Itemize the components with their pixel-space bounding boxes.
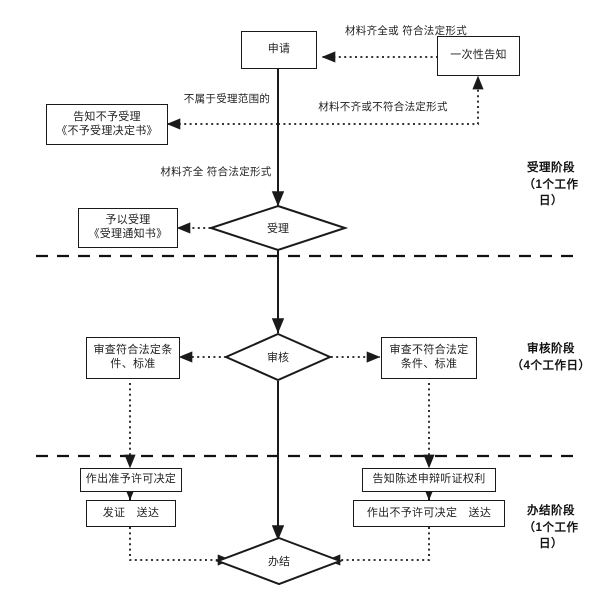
node-notify-rights-line-1: 告知陈述申辩听证权利 bbox=[372, 473, 486, 486]
edge-label-not-in-scope-line-1: 不属于受理范围的 bbox=[183, 93, 271, 105]
node-reject-acceptance-line-2: 《不予受理决定书》 bbox=[56, 124, 158, 137]
node-review-nonconform[interactable]: 审查不符合法定 条件、标准 bbox=[381, 337, 477, 379]
edge-label-materials-ok-line-1: 材料齐全或 bbox=[344, 25, 399, 37]
edge-apply-to-notice bbox=[278, 75, 484, 125]
node-apply-line-1: 申请 bbox=[267, 43, 291, 56]
node-apply[interactable]: 申请 bbox=[241, 31, 317, 69]
node-reject-acceptance[interactable]: 告知不予受理 《不予受理决定书》 bbox=[46, 104, 168, 145]
stage-label-completion: 办结阶段 （1个工作 日） bbox=[505, 503, 597, 553]
edge-label-materials-ok-or-form: 材料齐全或 符合法定形式 bbox=[341, 25, 471, 39]
stage-label-review-line-2: （4个工作日） bbox=[511, 359, 591, 372]
stage-label-acceptance-line-3: 日） bbox=[539, 195, 563, 208]
node-one-time-notice[interactable]: 一次性告知 bbox=[437, 36, 520, 76]
node-issue-deliver-line-1: 发证 送达 bbox=[102, 506, 160, 519]
node-review-conform-line-2: 件、标准 bbox=[110, 358, 156, 370]
edge-label-materials-incomplete: 材料不齐或不符合法定形式 bbox=[288, 101, 478, 115]
stage-label-review: 审核阶段 （4个工作日） bbox=[505, 341, 597, 374]
decision-accept-shape bbox=[207, 204, 349, 252]
stage-label-acceptance-line-1: 受理阶段 bbox=[527, 162, 575, 174]
node-review-conform[interactable]: 审查符合法定条 件、标准 bbox=[86, 337, 180, 379]
edge-deny-to-complete bbox=[326, 527, 430, 566]
node-review-nonconform-line-1: 审查不符合法定 bbox=[389, 344, 469, 357]
edge-label-materials-complete-line-1: 材料齐全 bbox=[160, 166, 204, 178]
edge-label-not-in-scope: 不属于受理范围的 bbox=[167, 93, 287, 107]
stage-label-acceptance-line-2: （1个工作 bbox=[523, 178, 579, 191]
stage-label-completion-line-2: （1个工作 bbox=[523, 521, 579, 534]
decision-review-shape bbox=[223, 332, 333, 382]
node-review-nonconform-line-2: 条件、标准 bbox=[400, 358, 458, 370]
edge-label-materials-complete-line-2: 符合法定形式 bbox=[206, 166, 272, 178]
decision-complete-shape bbox=[215, 536, 343, 586]
node-notify-rights[interactable]: 告知陈述申辩听证权利 bbox=[362, 468, 496, 492]
node-issue-deliver[interactable]: 发证 送达 bbox=[86, 500, 176, 527]
stage-label-completion-line-3: 日） bbox=[539, 538, 563, 551]
node-grant-acceptance-line-2: 《受理通知书》 bbox=[88, 228, 168, 240]
node-review-conform-line-1: 审查符合法定条 bbox=[93, 344, 173, 357]
node-grant-acceptance-line-1: 予以受理 bbox=[105, 214, 151, 227]
node-deny-decision-line-1: 作出不予许可决定 送达 bbox=[366, 506, 492, 519]
stage-label-review-line-1: 审核阶段 bbox=[527, 343, 575, 355]
edge-issue-to-complete bbox=[129, 527, 232, 566]
node-deny-decision[interactable]: 作出不予许可决定 送达 bbox=[353, 500, 505, 527]
node-grant-acceptance[interactable]: 予以受理 《受理通知书》 bbox=[78, 208, 178, 248]
stage-label-acceptance: 受理阶段 （1个工作 日） bbox=[505, 160, 597, 210]
node-permit-decision-line-1: 作出准予许可决定 bbox=[85, 473, 177, 486]
edge-label-materials-ok-line-2: 符合法定形式 bbox=[402, 25, 468, 37]
edge-label-materials-complete: 材料齐全 符合法定形式 bbox=[155, 166, 277, 180]
stage-label-completion-line-1: 办结阶段 bbox=[527, 505, 575, 517]
edge-label-materials-incomplete-line-1: 材料不齐或不符合法定形式 bbox=[318, 101, 448, 113]
node-permit-decision[interactable]: 作出准予许可决定 bbox=[80, 468, 182, 492]
node-one-time-notice-line-1: 一次性告知 bbox=[450, 49, 507, 62]
node-reject-acceptance-line-1: 告知不予受理 bbox=[73, 110, 141, 123]
